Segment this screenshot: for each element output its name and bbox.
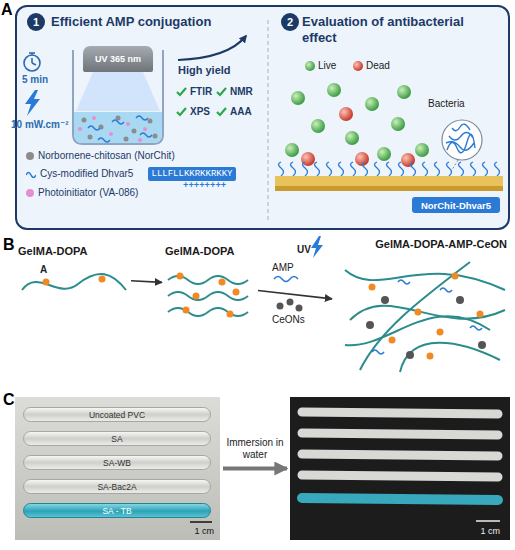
- polymer-strands: [22, 262, 505, 372]
- immersed-tubes: [302, 412, 498, 500]
- hydrogel-node: GelMA-DOPA-AMP-CeON: [335, 238, 507, 380]
- part-label: Bacteria: [428, 98, 465, 110]
- method-label: FTIR: [190, 86, 212, 98]
- legend-text: Cys-modified Dhvar5: [40, 168, 133, 180]
- amp-peptides: [274, 277, 482, 355]
- yield-label: High yield: [178, 64, 231, 76]
- flow-arrow: [223, 467, 287, 471]
- lamp-label: UV 365 nm: [95, 54, 141, 64]
- stopwatch-icon: [24, 53, 40, 71]
- key-label: Live: [318, 60, 336, 72]
- uv-lightning: [311, 236, 323, 258]
- charge-marks: ++++++++: [183, 181, 226, 191]
- lightning-icon: [25, 90, 40, 116]
- section-heading: Evaluation of antibacterial effect: [302, 14, 497, 46]
- method-label: XPS: [190, 106, 210, 118]
- tube-label: SA-WB: [103, 458, 131, 468]
- legend-swatch: [26, 189, 34, 197]
- coated-surface: [275, 162, 503, 191]
- legend-row: Photoinitiator (VA-086): [26, 187, 138, 199]
- panel-letter: C: [3, 391, 15, 409]
- panel-divider: [268, 20, 269, 222]
- section-heading: Efficient AMP conjugation: [51, 14, 211, 30]
- legend-text: Photoinitiator (VA-086): [38, 187, 138, 199]
- step-number: 1: [33, 16, 39, 28]
- tube-sample: SA: [23, 431, 211, 446]
- peptide-sequence: LLLFLLKKRKKRKKY: [151, 169, 232, 179]
- tube-sample: SA - TB: [23, 503, 211, 518]
- component-label: UV: [297, 244, 311, 256]
- hydrogel-name: GelMA-DOPA-AMP-CeON: [375, 238, 507, 250]
- component-label: CeONs: [272, 314, 305, 326]
- time-label: 5 min: [22, 74, 48, 86]
- uv-lamp: UV 365 nm: [83, 46, 153, 72]
- check-marks: [177, 88, 226, 115]
- edge-label: Immersion in water: [223, 437, 287, 461]
- scale-text: 1 cm: [480, 526, 500, 536]
- tube-label: SA - TB: [102, 506, 131, 516]
- tube-label: SA-Bac2A: [97, 482, 136, 492]
- scale-text: 1 cm: [194, 526, 214, 536]
- tube-sample: Uncoated PVC: [23, 407, 211, 422]
- component-label: AMP: [272, 262, 294, 274]
- photo-before: 1 cm Uncoated PVC SA SA-WB SA-Bac2A SA - TB: [15, 397, 220, 540]
- coating-name: NorChit-Dhvar5: [421, 200, 491, 211]
- yield-arrow: [178, 36, 246, 60]
- tube-sample: SA-WB: [23, 455, 211, 470]
- flow-arrow: [131, 281, 162, 283]
- zoom-circle: [442, 120, 482, 170]
- intensity-label: 10 mW.cm⁻²: [11, 119, 69, 131]
- bacteria-cells: [285, 83, 429, 167]
- reaction-vial: [73, 50, 163, 144]
- scale-bars: [190, 521, 500, 522]
- method-label: AAA: [230, 106, 252, 118]
- step-number: 2: [287, 16, 293, 28]
- flow-arrow: [258, 290, 332, 298]
- live-dead-key: [305, 61, 363, 71]
- key-label: Dead: [366, 60, 390, 72]
- ceon-particles: [277, 296, 487, 359]
- group-label: A: [40, 264, 47, 276]
- legend-row: Cys-modified Dhvar5: [26, 168, 133, 180]
- legend-swatch: [26, 152, 34, 160]
- polymer-node: GelMA-DOPA: [18, 245, 128, 310]
- panel-letter: B: [3, 236, 15, 254]
- dopa-groups: [43, 273, 484, 360]
- legend-text: Norbornene-chitosan (NorChit): [38, 150, 175, 162]
- legend-line-sample: [26, 170, 36, 178]
- panel-letter: A: [1, 1, 13, 19]
- coating-box: NorChit-Dhvar5: [412, 197, 500, 213]
- sequence-box: LLLFLLKKRKKRKKY: [148, 167, 236, 181]
- tube-sample: SA-Bac2A: [23, 479, 211, 494]
- polymer-name: GelMA-DOPA: [18, 245, 87, 257]
- tube-label: Uncoated PVC: [89, 410, 145, 420]
- legend-row: Norbornene-chitosan (NorChit): [26, 150, 175, 162]
- step-circle: 1: [27, 13, 45, 31]
- photo-after: 1 cm: [290, 397, 510, 540]
- panel-box: A12UV 365 nmLLLFLLKKRKKRKKYNorChit-Dhvar…: [15, 5, 510, 230]
- method-label: NMR: [230, 86, 253, 98]
- step-circle: 2: [281, 13, 299, 31]
- polymer-name: GelMA-DOPA: [165, 245, 234, 257]
- tube-label: SA: [111, 434, 122, 444]
- polymer-node: GelMA-DOPA: [165, 245, 255, 325]
